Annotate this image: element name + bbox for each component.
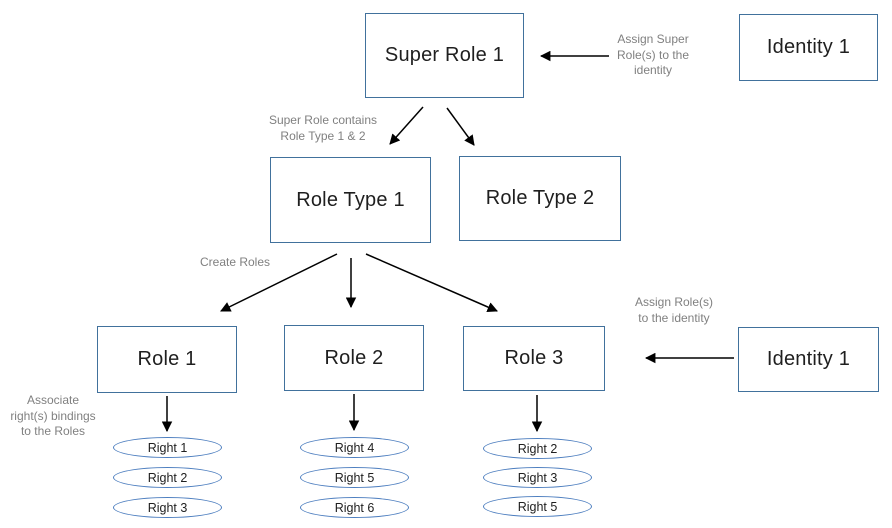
right-ellipse: Right 5 [300,467,409,488]
node-identity-1-top: Identity 1 [739,14,878,81]
right-ellipse: Right 3 [113,497,222,518]
right-ellipse: Right 6 [300,497,409,518]
label-assign-super-role: Assign Super Role(s) to the identity [616,32,690,78]
right-ellipse: Right 2 [113,467,222,488]
right-ellipse: Right 3 [483,467,592,488]
label-super-role-contains: Super Role contains Role Type 1 & 2 [268,113,378,143]
node-role-type-1: Role Type 1 [270,157,431,243]
node-role-type-2: Role Type 2 [459,156,621,241]
node-identity-1-bottom: Identity 1 [738,327,879,392]
right-ellipse: Right 4 [300,437,409,458]
right-ellipse: Right 5 [483,496,592,517]
arrow-super-role-to-role-type-1 [389,106,424,145]
node-role-2: Role 2 [284,325,424,391]
arrow-role-type-1-to-role-3 [365,253,498,313]
label-associate-rights: Associate right(s) bindings to the Roles [10,393,96,439]
label-create-roles: Create Roles [199,255,271,269]
node-role-3: Role 3 [463,326,605,391]
node-super-role-1: Super Role 1 [365,13,524,98]
right-ellipse: Right 2 [483,438,592,459]
right-ellipse: Right 1 [113,437,222,458]
arrow-super-role-to-role-type-2 [446,107,475,146]
label-assign-roles: Assign Role(s) to the identity [634,295,714,325]
node-role-1: Role 1 [97,326,237,393]
